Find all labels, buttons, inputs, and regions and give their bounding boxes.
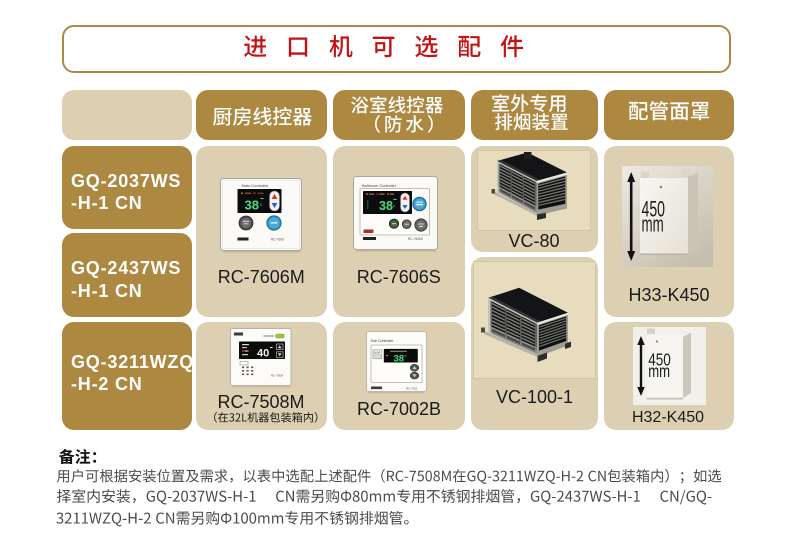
svg-text:450: 450 xyxy=(642,196,666,221)
svg-text:OnOff: OnOff xyxy=(374,351,381,354)
svg-text:Main Controller: Main Controller xyxy=(242,183,270,188)
svg-text:38: 38 xyxy=(245,198,259,213)
svg-text:RC-7606: RC-7606 xyxy=(271,238,284,242)
svg-text:40: 40 xyxy=(257,348,269,360)
svg-text:38: 38 xyxy=(379,199,393,213)
svg-text:Sub Controller: Sub Controller xyxy=(371,339,395,343)
svg-text:c: c xyxy=(260,202,263,207)
svg-text:38: 38 xyxy=(394,353,405,364)
svg-text:450: 450 xyxy=(648,349,671,369)
svg-text:c: c xyxy=(393,203,395,208)
svg-text:mm: mm xyxy=(642,212,664,237)
svg-text:Bathroom Controller: Bathroom Controller xyxy=(362,184,397,188)
svg-text:mm: mm xyxy=(648,361,670,381)
svg-text:RC-7606S: RC-7606S xyxy=(408,237,423,241)
svg-text:RC-7002: RC-7002 xyxy=(406,386,418,390)
svg-text:RC-7508: RC-7508 xyxy=(271,374,283,378)
svg-text:ON/OFF: ON/OFF xyxy=(264,334,275,338)
